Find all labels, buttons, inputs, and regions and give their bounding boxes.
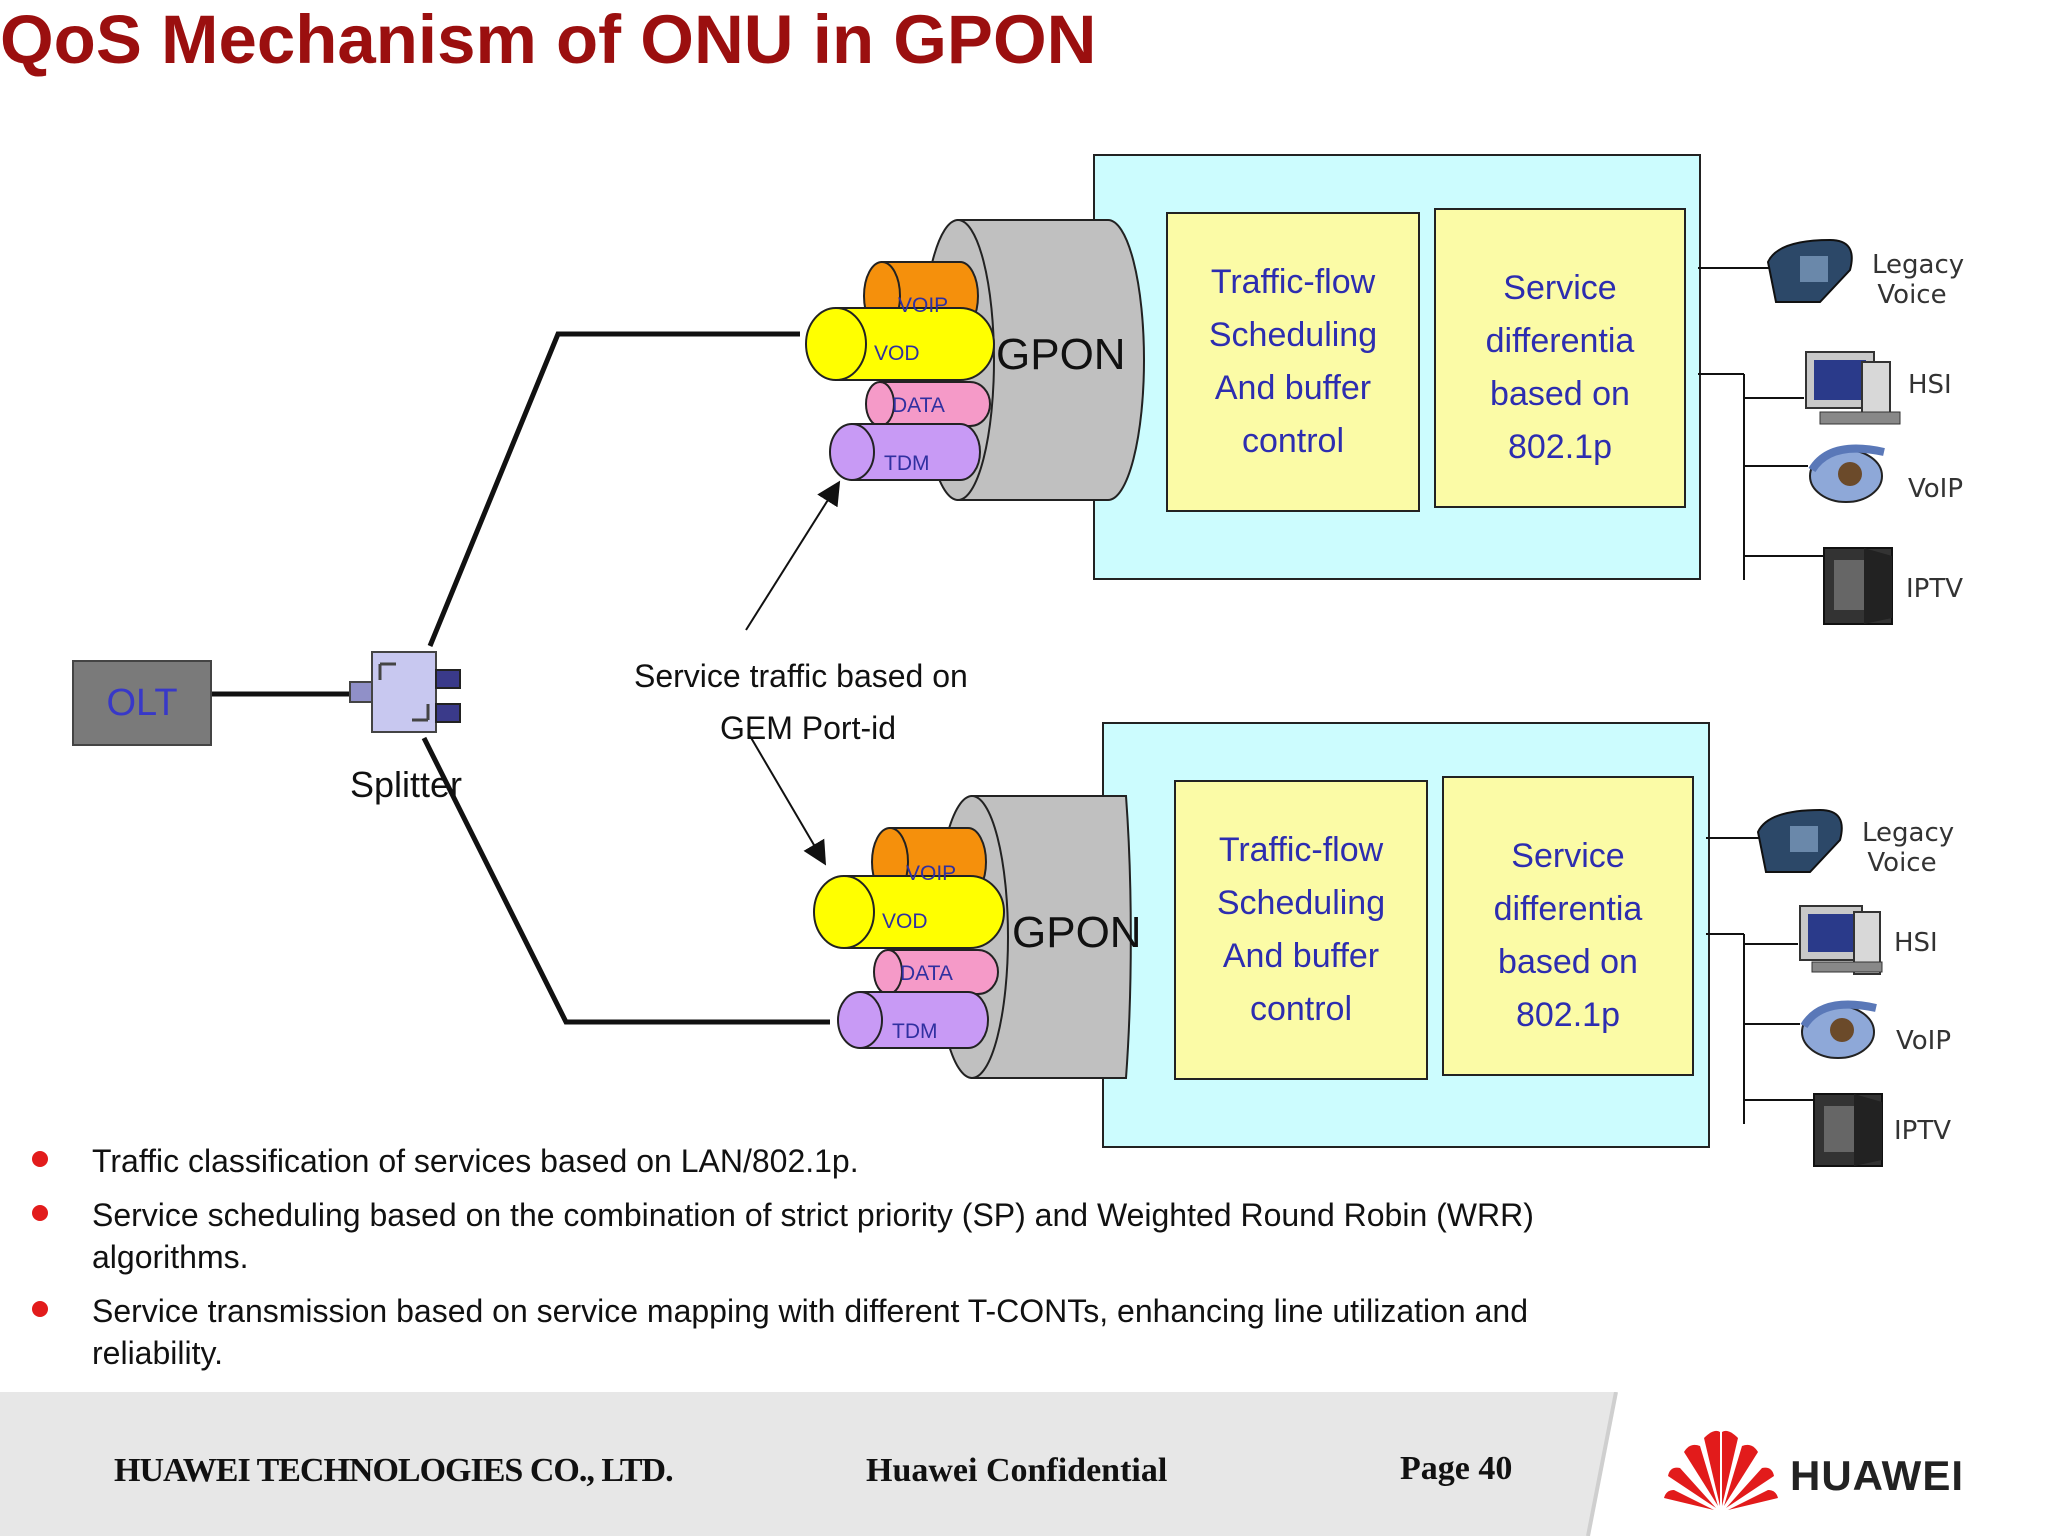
scheduling-line-3: And buffer: [1214, 369, 1372, 407]
bullet-text: Service scheduling based on the combinat…: [92, 1197, 1534, 1275]
service-line-3: based on: [1490, 375, 1630, 413]
voip-phone-icon-top: [1808, 444, 1885, 503]
splitter-icon: [349, 651, 461, 733]
gpon-label-top: GPON: [996, 330, 1126, 379]
stream-cylinders-bottom: [813, 827, 1005, 1049]
device-lines-top: [1698, 267, 1830, 580]
service-line-2: differentia: [1485, 322, 1635, 360]
bullet-item: Service scheduling based on the combinat…: [28, 1194, 1628, 1278]
computer-icon-top: [1805, 351, 1901, 425]
footer-logo-panel: [1586, 1392, 2048, 1536]
service-line-1: Service: [1511, 837, 1625, 875]
fiber-lines: [208, 331, 830, 1025]
scheduling-line-2: Scheduling: [1208, 316, 1378, 354]
device-label-iptv-top: IPTV: [1906, 574, 1964, 604]
stream-cylinders-top: [805, 261, 995, 481]
service-traffic-note-line1: Service traffic based on: [634, 658, 968, 694]
scheduling-line-1: Traffic-flow: [1218, 831, 1384, 869]
bullet-text: Traffic classification of services based…: [92, 1143, 859, 1179]
stream-label-tdm-top: TDM: [884, 452, 930, 475]
service-line-1: Service: [1503, 269, 1617, 307]
bullet-dot-icon: [32, 1151, 48, 1167]
device-label-iptv-bottom: IPTV: [1894, 1116, 1952, 1146]
gem-port-arrows: [745, 480, 841, 866]
slide-title: QoS Mechanism of ONU in GPON: [0, 1, 1097, 78]
scheduling-line-4: control: [1241, 422, 1345, 460]
scheduling-line-2: Scheduling: [1216, 884, 1386, 922]
tv-icon-bottom: [1813, 1093, 1883, 1167]
footer-page-number: Page 40: [1400, 1450, 1513, 1487]
device-label-hsi-top: HSI: [1908, 370, 1952, 400]
olt-label: OLT: [106, 681, 178, 724]
legacy-phone-icon-top: [1766, 238, 1853, 303]
olt-box: OLT: [72, 660, 212, 746]
bullet-dot-icon: [32, 1205, 48, 1221]
computer-icon-bottom: [1799, 905, 1883, 975]
tv-icon-top: [1823, 547, 1893, 625]
device-label-legacy-voice-bottom: Legacy Voice: [1862, 818, 1955, 878]
device-label-voip-bottom: VoIP: [1896, 1026, 1952, 1056]
scheduling-line-1: Traffic-flow: [1210, 263, 1376, 301]
fiber-to-bottom-onu: [421, 736, 830, 1025]
stream-label-vod-bottom: VOD: [882, 910, 928, 933]
service-line-4: 802.1p: [1515, 996, 1620, 1034]
bullet-list: Traffic classification of services based…: [28, 1140, 1628, 1386]
scheduling-line-4: control: [1249, 990, 1353, 1028]
service-box-bottom: Service differentia based on 802.1p: [1442, 776, 1694, 1076]
stream-label-voip-bottom: VOIP: [906, 862, 957, 885]
device-label-legacy-voice-top: Legacy Voice: [1872, 250, 1965, 310]
service-box-top: Service differentia based on 802.1p: [1434, 208, 1686, 508]
service-line-3: based on: [1498, 943, 1638, 981]
stream-label-vod-top: VOD: [874, 342, 920, 365]
device-label-voip-top: VoIP: [1908, 474, 1964, 504]
fiber-to-top-onu: [427, 331, 800, 647]
huawei-logo-text: HUAWEI: [1790, 1452, 1964, 1499]
device-label-hsi-bottom: HSI: [1894, 928, 1938, 958]
scheduling-box-bottom: Traffic-flow Scheduling And buffer contr…: [1174, 780, 1428, 1080]
service-line-2: differentia: [1493, 890, 1643, 928]
bullet-dot-icon: [32, 1301, 48, 1317]
legacy-phone-icon-bottom: [1756, 808, 1843, 873]
scheduling-line-3: And buffer: [1222, 937, 1380, 975]
bullet-text: Service transmission based on service ma…: [92, 1293, 1528, 1371]
footer-company: HUAWEI TECHNOLOGIES CO., LTD.: [114, 1452, 674, 1489]
huawei-logo-icon: [1664, 1430, 1778, 1510]
device-lines-bottom: [1706, 837, 1818, 1124]
gpon-label-bottom: GPON: [1012, 908, 1142, 957]
service-traffic-note-line2: GEM Port-id: [720, 710, 897, 746]
bullet-item: Traffic classification of services based…: [28, 1140, 1628, 1182]
splitter-label: Splitter: [350, 764, 463, 805]
stream-label-tdm-bottom: TDM: [892, 1020, 938, 1043]
stream-label-data-top: DATA: [892, 394, 945, 417]
footer-confidential: Huawei Confidential: [866, 1452, 1168, 1489]
voip-phone-icon-bottom: [1800, 1000, 1877, 1059]
stream-label-data-bottom: DATA: [900, 962, 953, 985]
stream-label-voip-top: VOIP: [898, 294, 949, 317]
scheduling-box-top: Traffic-flow Scheduling And buffer contr…: [1166, 212, 1420, 512]
service-line-4: 802.1p: [1507, 428, 1612, 466]
bullet-item: Service transmission based on service ma…: [28, 1290, 1628, 1374]
